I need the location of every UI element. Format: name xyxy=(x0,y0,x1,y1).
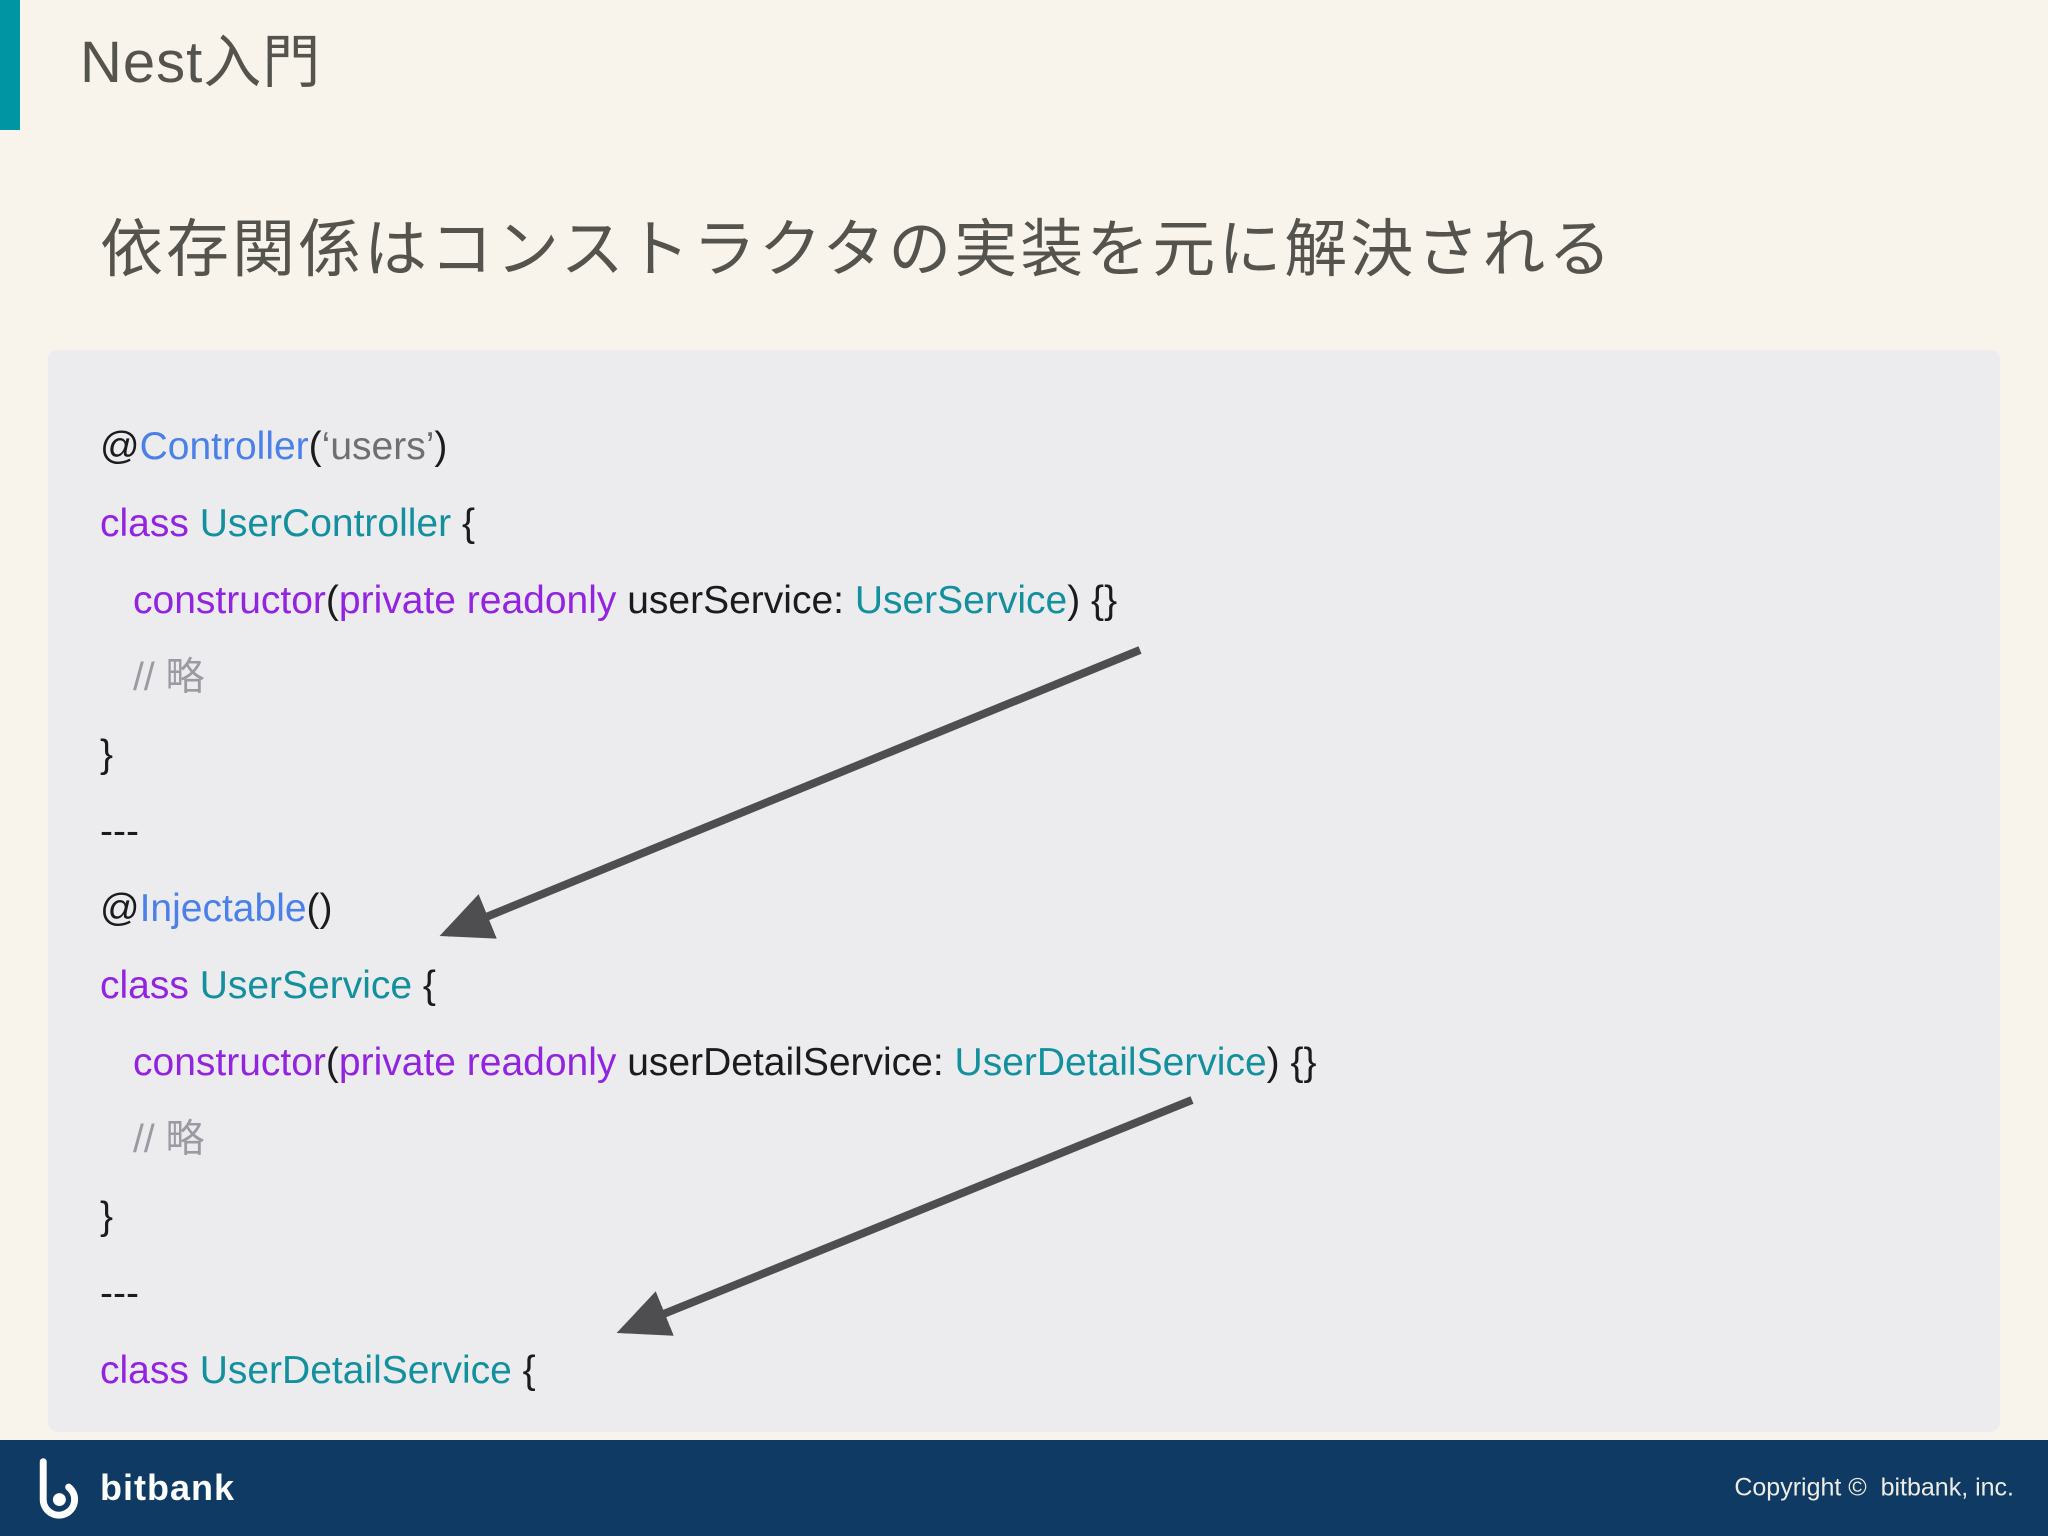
code-line: class UserController { xyxy=(100,502,475,545)
footer: bitbank Copyright © bitbank, inc. xyxy=(0,1440,2048,1536)
code-line: constructor(private readonly userService… xyxy=(133,579,1118,622)
code-line: // 略 xyxy=(133,1118,205,1161)
code-line: @Injectable() xyxy=(100,887,333,930)
page-title: 依存関係はコンストラクタの実装を元に解決される xyxy=(100,215,1615,285)
accent-bar xyxy=(0,0,20,130)
code-line: --- xyxy=(100,810,139,853)
code-line: class UserDetailService { xyxy=(100,1349,536,1392)
code-line: @Controller(‘users’) xyxy=(100,425,448,468)
code-line: constructor(private readonly userDetailS… xyxy=(133,1041,1317,1084)
code-line: class UserService { xyxy=(100,964,436,1007)
bitbank-logo-icon xyxy=(39,1457,79,1519)
brand-name: bitbank xyxy=(100,1467,236,1508)
code-line: } xyxy=(100,733,114,776)
copyright-text: Copyright © bitbank, inc. xyxy=(1734,1473,2014,1502)
slide-header: Nest入門 xyxy=(80,30,322,95)
brand: bitbank xyxy=(34,1457,235,1520)
code-line: } xyxy=(100,1195,114,1238)
code-lines: @Controller(‘users’) class UserController… xyxy=(100,408,1960,1409)
code-panel: @Controller(‘users’) class UserController… xyxy=(48,350,2000,1432)
code-line: --- xyxy=(100,1272,139,1315)
code-line: // 略 xyxy=(133,656,205,699)
